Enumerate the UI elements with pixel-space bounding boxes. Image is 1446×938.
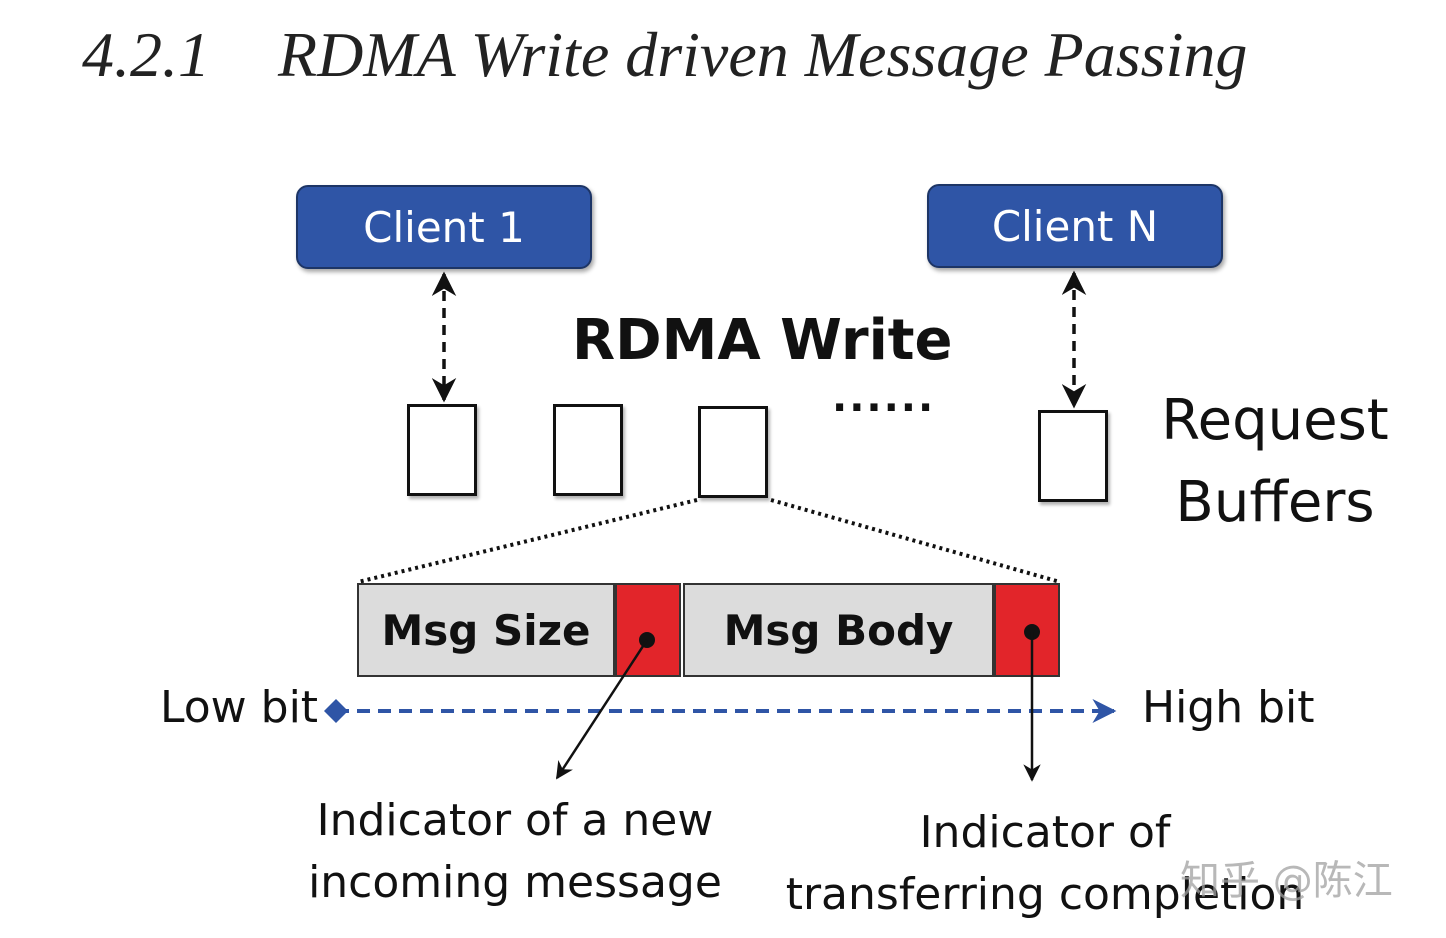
rdma-write-label: RDMA Write [572,308,953,373]
high-bit-label: High bit [1142,682,1315,733]
client-n-box: Client N [927,184,1223,268]
client-1-box: Client 1 [296,185,592,269]
completion-indicator-label: Indicator of transferring completion [760,802,1330,926]
zoom-guide-left [357,498,698,584]
request-buffer-2 [553,404,623,496]
request-buffers-label: Request Buffers [1150,380,1400,544]
new-message-indicator-line-1: Indicator of a new [316,795,714,846]
section-title: RDMA Write driven Message Passing [278,19,1248,90]
low-bit-label: Low bit [160,682,319,733]
zoom-guide-right [770,498,1061,584]
msg-body-field: Msg Body [683,583,994,677]
request-buffers-line-2: Buffers [1175,470,1375,535]
request-buffer-n [1038,410,1108,502]
watermark: 知乎 @陈江 [1180,858,1393,904]
request-buffer-1 [407,404,477,496]
msg-size-field: Msg Size [357,583,615,677]
completion-indicator-line-2: transferring completion [785,869,1305,920]
request-buffers-line-1: Request [1161,388,1389,453]
new-message-indicator-label: Indicator of a new incoming message [300,790,730,914]
msg-size-label: Msg Size [381,605,591,655]
completion-indicator-line-1: Indicator of [919,807,1171,858]
new-message-indicator-line-2: incoming message [308,857,722,908]
request-buffer-3 [698,406,768,498]
new-message-flag [615,583,681,677]
buffer-ellipsis: ...... [832,375,936,421]
section-number: 4.2.1 [82,19,210,90]
client-1-label: Client 1 [363,202,525,252]
completion-flag [994,583,1060,677]
msg-body-label: Msg Body [723,605,954,655]
client-n-label: Client N [991,201,1159,251]
